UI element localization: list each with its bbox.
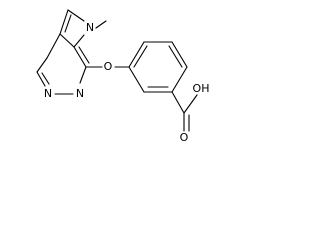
bond-c7a-c4a [59,33,75,48]
bond-c7a-c4-double [78,46,90,64]
bond-cooh-oh [183,94,198,114]
bond-c4a-c5-double [64,14,72,33]
molecule-structure: N O N N OH O [36,9,210,144]
bonds [36,9,198,132]
bond-c7a-c4 [73,46,87,68]
bond-n5-c7a [73,34,85,48]
bond-c4p-c5p [171,66,188,93]
bond-n5-methyl [95,20,107,29]
bond-c2-n1-double [41,72,50,85]
bond-n1-c8a [36,57,48,73]
atom-n3: N [76,87,84,100]
atom-n-methyl: N [86,21,94,34]
atom-oh: OH [193,82,210,95]
bond-c3p-c4p-double [168,45,183,68]
atom-n1: N [44,87,52,100]
bond-c1p-c2p [128,41,145,68]
bond-c4p-cooh [171,91,185,114]
atom-o-carbonyl: O [180,131,189,144]
atom-labels: N O N N OH O [44,21,210,144]
bond-c6p-c1p [128,66,145,93]
bond-c8a-c4a [46,33,61,59]
bond-c2-n1 [36,71,46,87]
bond-c3p-c4p [171,41,188,68]
bond-c4-n3 [79,66,87,84]
bond-c4a-c5 [59,9,69,35]
atom-o-ether: O [104,60,113,73]
bond-c6-c7 [67,9,85,22]
bond-c1p-c2p-double [133,45,148,68]
